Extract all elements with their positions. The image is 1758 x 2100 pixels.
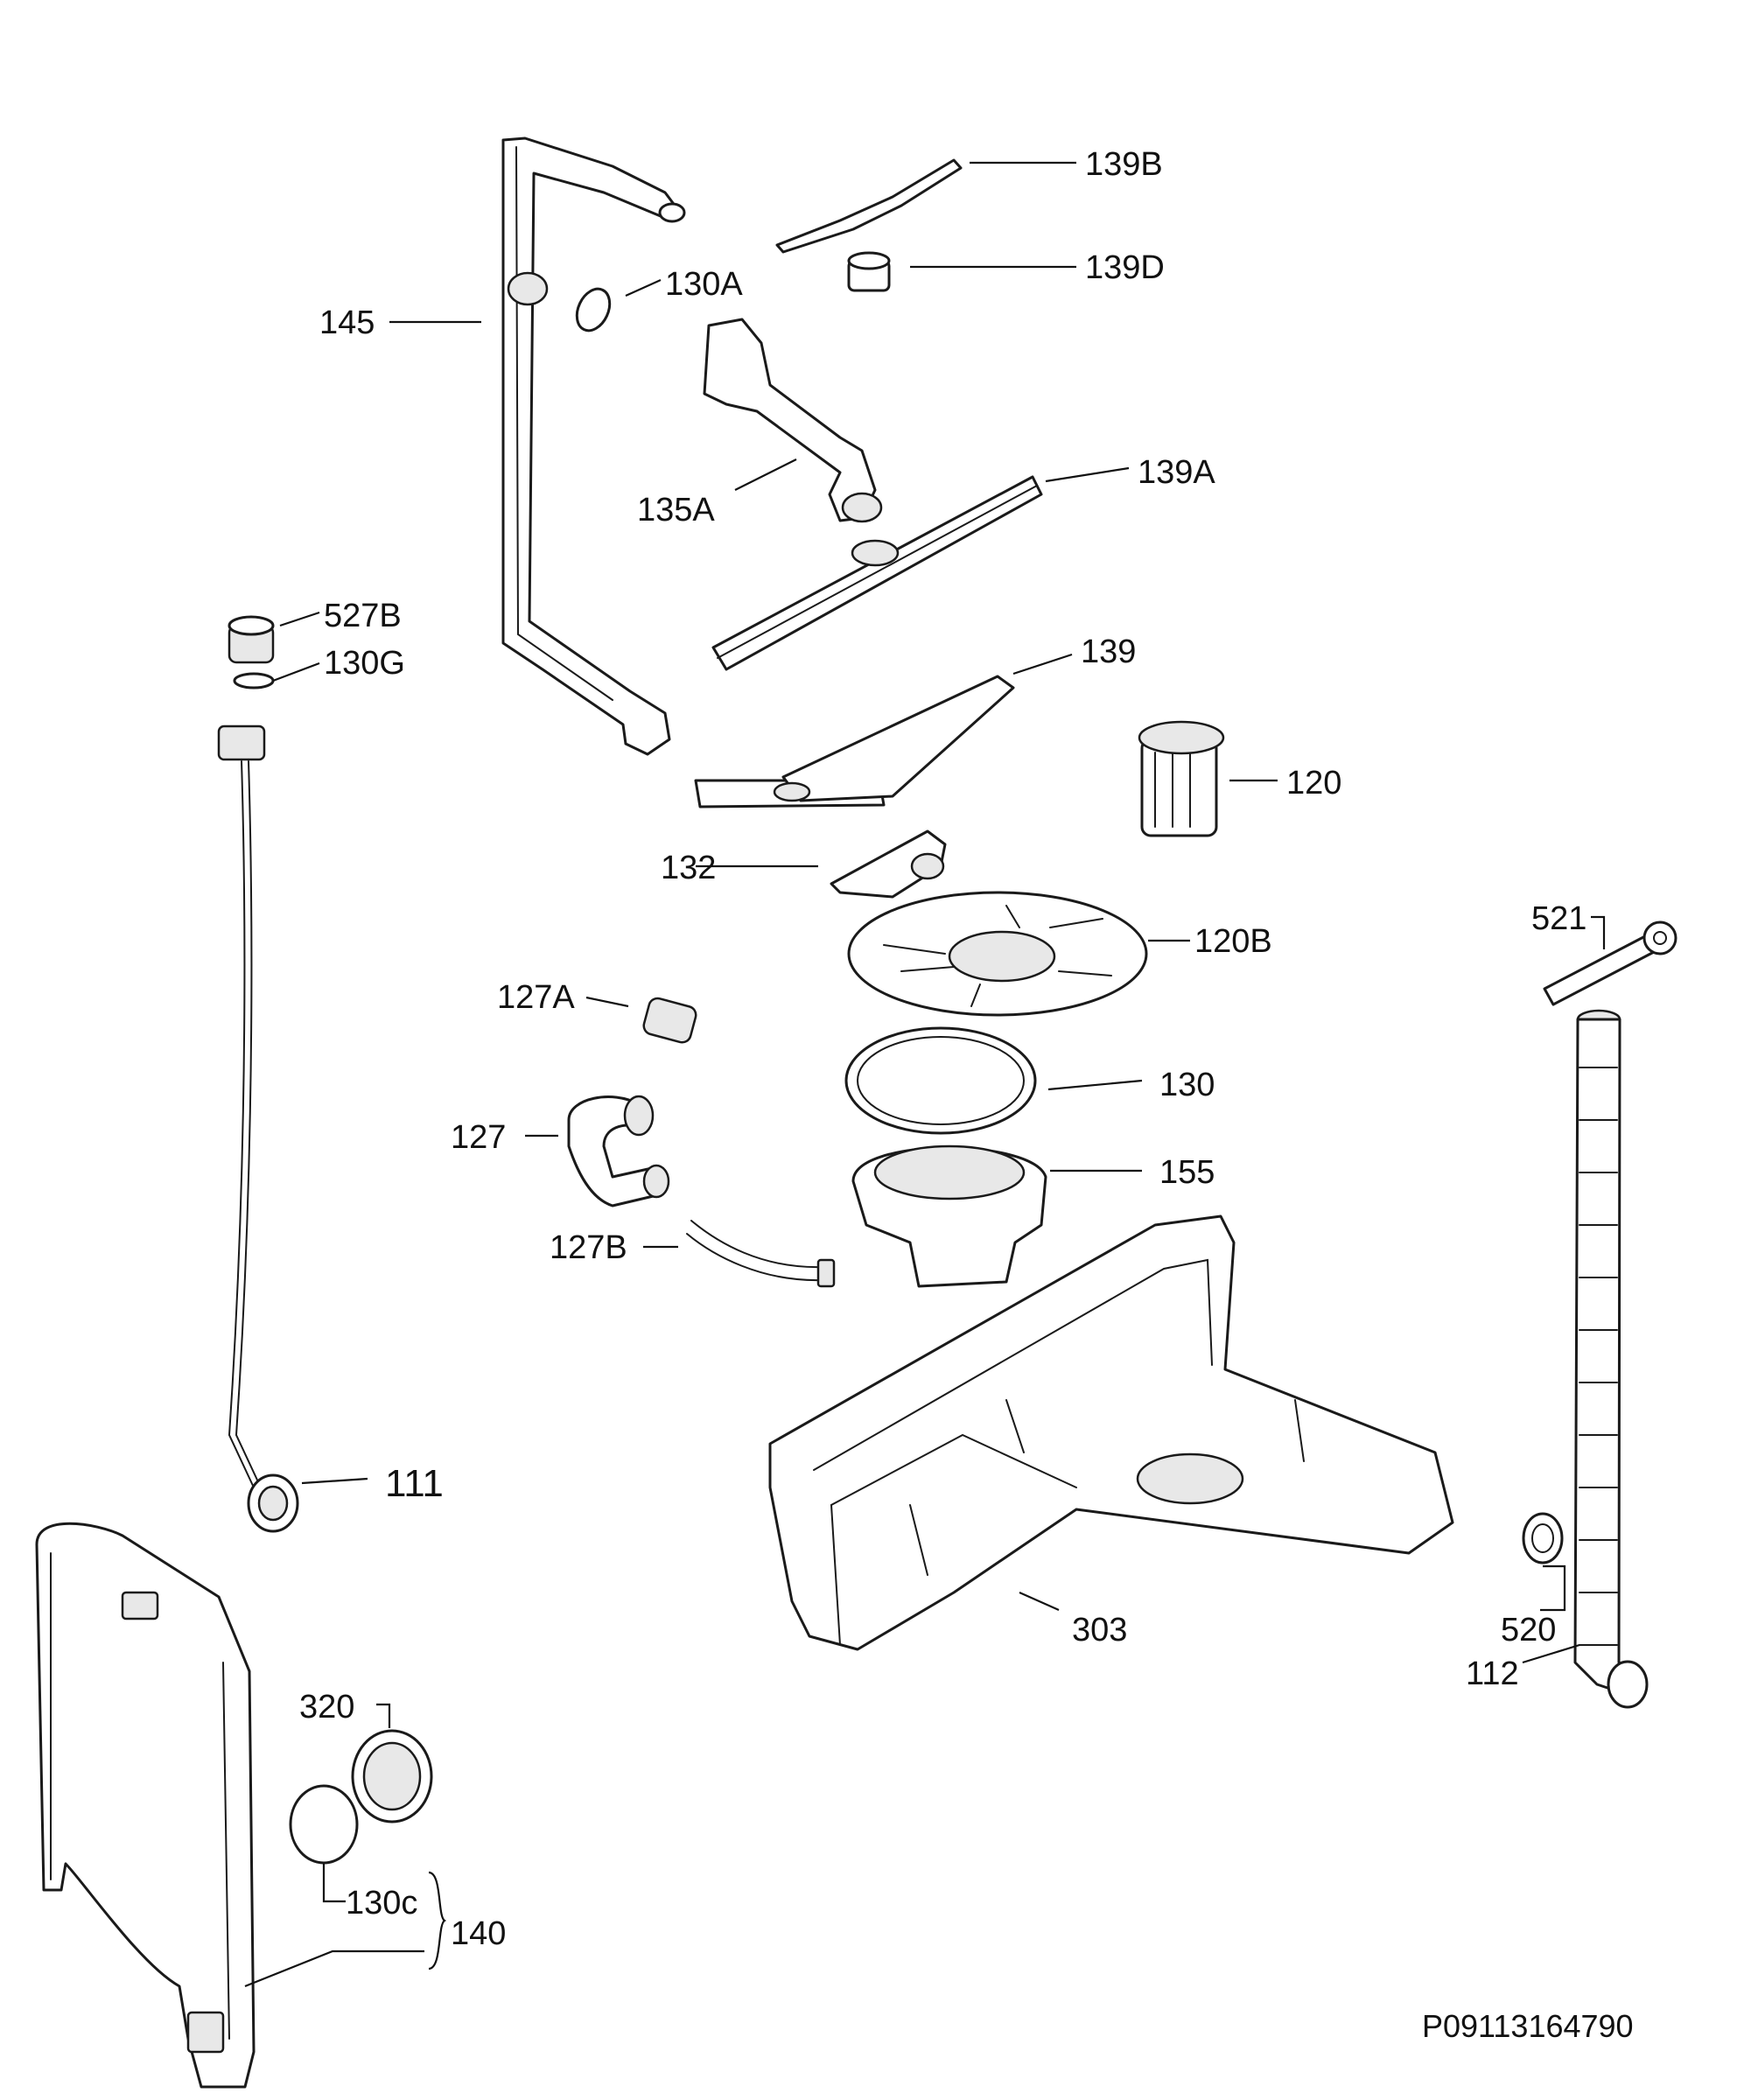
part-135A-bracket[interactable] (703, 318, 883, 523)
part-127A-connector[interactable] (641, 997, 697, 1045)
label-130G[interactable]: 130G (324, 645, 405, 682)
label-130C[interactable]: 130c (346, 1885, 417, 1922)
label-127B[interactable]: 127B (550, 1229, 627, 1266)
part-520-grommet[interactable] (1522, 1512, 1564, 1564)
part-139B-top-spray-arm[interactable] (775, 158, 963, 254)
label-130[interactable]: 130 (1159, 1067, 1215, 1103)
part-155-sump[interactable] (851, 1144, 1047, 1288)
label-130A[interactable]: 130A (665, 266, 743, 303)
label-112[interactable]: 112 (1466, 1656, 1519, 1692)
label-127[interactable]: 127 (451, 1119, 506, 1156)
label-132[interactable]: 132 (661, 850, 716, 886)
callout-labels: 139B 139D 130A 145 135A 139A 527B 130G 1… (299, 146, 1586, 1952)
part-139A-spray-arm[interactable] (711, 475, 1043, 671)
part-130G-washer[interactable] (233, 672, 275, 690)
label-140[interactable]: 140 (451, 1915, 506, 1952)
part-130-seal-ring[interactable] (844, 1026, 1037, 1135)
part-132-clip[interactable] (830, 830, 947, 899)
part-145-supply-pipe[interactable] (501, 136, 686, 756)
leader-lines (244, 161, 1606, 1988)
label-120B[interactable]: 120B (1194, 923, 1272, 960)
diagram-reference-code: P09113164790 (1422, 2008, 1634, 2044)
part-111-hose[interactable] (217, 724, 299, 1533)
label-320[interactable]: 320 (299, 1689, 354, 1726)
label-127A[interactable]: 127A (497, 979, 575, 1016)
part-139-spray-arm[interactable] (694, 675, 1015, 808)
label-139D[interactable]: 139D (1085, 249, 1165, 286)
part-130C-o-ring[interactable] (289, 1784, 359, 1865)
label-111[interactable]: 111 (385, 1462, 444, 1505)
part-127B-hose[interactable] (686, 1220, 836, 1288)
part-112-drain-hose[interactable] (1573, 1009, 1649, 1709)
part-127-elbow[interactable] (567, 1095, 670, 1208)
part-320-seal[interactable] (351, 1729, 433, 1824)
label-139A[interactable]: 139A (1138, 454, 1215, 491)
part-130A-o-ring[interactable] (571, 284, 616, 336)
part-140-side-panel[interactable] (35, 1522, 256, 2089)
part-139D-nut[interactable] (847, 251, 891, 292)
part-521-hose-clip[interactable] (1543, 920, 1677, 1006)
part-303-base-tray[interactable] (768, 1214, 1454, 1651)
part-120-filter[interactable] (1138, 720, 1225, 837)
label-139[interactable]: 139 (1081, 634, 1136, 670)
label-521[interactable]: 521 (1531, 900, 1586, 937)
part-527B-cap[interactable] (228, 615, 275, 664)
label-527B[interactable]: 527B (324, 598, 402, 634)
label-145[interactable]: 145 (319, 304, 375, 341)
label-155[interactable]: 155 (1159, 1154, 1215, 1191)
label-120[interactable]: 120 (1286, 765, 1341, 802)
label-135A[interactable]: 135A (637, 492, 715, 528)
label-139B[interactable]: 139B (1085, 146, 1163, 183)
part-120B-filter-plate[interactable] (847, 891, 1148, 1017)
label-520[interactable]: 520 (1501, 1612, 1556, 1648)
label-303[interactable]: 303 (1072, 1612, 1127, 1648)
